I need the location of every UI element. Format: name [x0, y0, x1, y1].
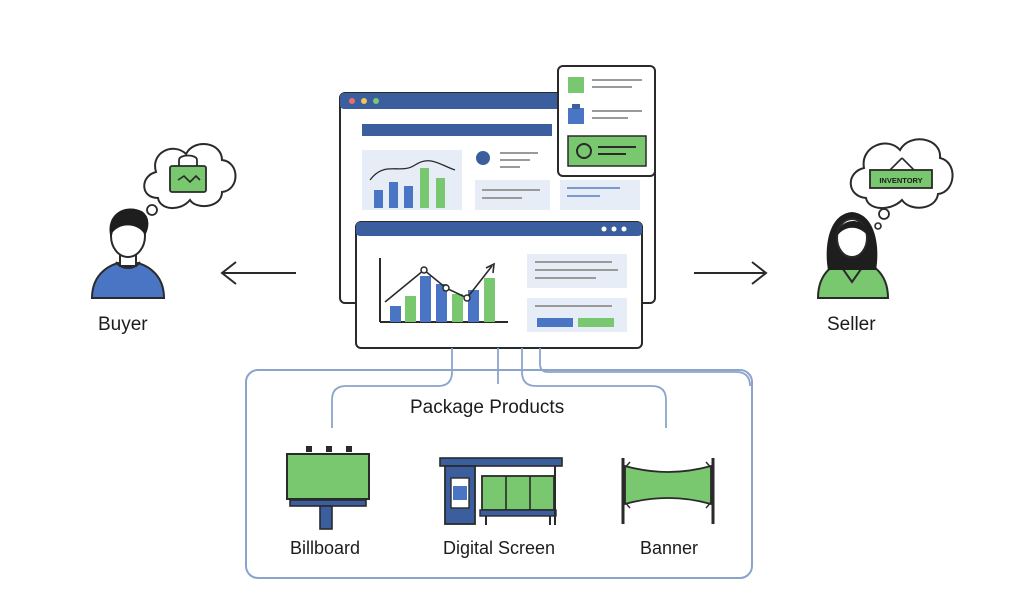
seller-thought-bubble	[849, 138, 954, 230]
banner-icon	[621, 458, 715, 524]
window-dot-yellow	[361, 98, 367, 104]
package-products-title: Package Products	[410, 397, 565, 418]
trend-arrowhead	[485, 262, 495, 274]
front-progress-blue	[537, 318, 573, 327]
front-progress-green	[578, 318, 614, 327]
chart-bar-2	[405, 296, 416, 322]
buyer-avatar	[90, 208, 166, 299]
chart-bar-3	[420, 276, 431, 322]
product-label-digital-screen: Digital Screen	[443, 538, 556, 558]
arrow-to-seller	[694, 261, 768, 285]
shopping-bag-icon	[169, 154, 207, 193]
connector-lines	[331, 348, 751, 428]
chart-bar-6	[468, 290, 479, 322]
chart-bar-7	[484, 278, 495, 322]
bus-shelter-screen-icon	[439, 457, 563, 525]
card-clipboard-icon	[568, 108, 584, 124]
card-action-bar	[567, 135, 647, 167]
mini-bar-4	[420, 168, 429, 208]
mini-bar-3	[404, 186, 413, 208]
address-bar	[362, 124, 552, 136]
package-products-group	[245, 369, 753, 579]
mini-bar-5	[436, 178, 445, 208]
window-dot-green	[373, 98, 379, 104]
card-circle-icon	[576, 143, 592, 159]
inventory-sign-icon	[869, 157, 933, 189]
billboard-icon	[286, 446, 370, 530]
chart-bar-5	[452, 294, 463, 322]
chart-bar-4	[436, 284, 447, 322]
seller-avatar	[816, 212, 890, 299]
floating-detail-card	[557, 65, 656, 177]
product-label-billboard: Billboard	[290, 538, 361, 558]
mini-trend-line	[369, 160, 456, 181]
card-green-square-icon	[568, 77, 584, 93]
chart-bar-1	[390, 306, 401, 322]
arrow-to-buyer	[220, 261, 296, 285]
mini-bar-2	[389, 182, 398, 208]
product-label-banner: Banner	[640, 538, 699, 558]
info-card	[475, 180, 550, 210]
mini-bar-1	[374, 190, 383, 208]
buyer-thought-bubble	[140, 142, 237, 226]
window-dot-red	[349, 98, 355, 104]
inventory-sign-text: INVENTORY	[879, 176, 922, 185]
buyer-label: Buyer	[98, 314, 148, 335]
seller-label: Seller	[827, 314, 876, 335]
info-bubble-icon	[476, 151, 490, 165]
front-titlebar	[356, 222, 642, 236]
dashboard-window-front	[355, 221, 643, 349]
